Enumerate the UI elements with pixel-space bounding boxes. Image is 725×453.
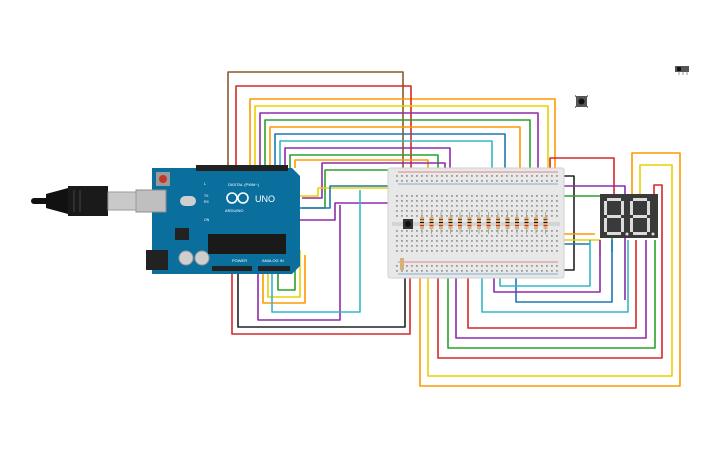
resistor-row bbox=[420, 212, 548, 234]
wire-yellow-display[interactable] bbox=[560, 239, 601, 255]
wire-orange-top2[interactable] bbox=[269, 126, 521, 182]
breadboard-holes bbox=[396, 175, 558, 272]
regulator bbox=[175, 228, 189, 240]
wire-yellow-top[interactable] bbox=[254, 105, 549, 182]
wire-red-bottom[interactable] bbox=[231, 270, 411, 335]
resistor bbox=[429, 212, 434, 234]
resistor bbox=[524, 212, 529, 234]
on-label: ON bbox=[204, 218, 210, 222]
resistor bbox=[505, 212, 510, 234]
wire-purple-loop[interactable] bbox=[455, 240, 647, 339]
rx-label: RX bbox=[204, 200, 210, 204]
power-jack bbox=[146, 250, 168, 270]
usb-port bbox=[135, 189, 167, 213]
wire-cyan-top[interactable] bbox=[279, 140, 493, 182]
wire-cyan-bottom[interactable] bbox=[271, 190, 361, 313]
wire-purple-bottom[interactable] bbox=[257, 205, 341, 321]
resistor bbox=[448, 212, 453, 234]
crystal bbox=[180, 196, 196, 206]
analog-label: ANALOG IN bbox=[262, 258, 284, 263]
breadboard[interactable] bbox=[387, 167, 565, 279]
digital-header-label: DIGITAL (PWM~) bbox=[228, 182, 260, 187]
seven-segment-display[interactable] bbox=[600, 194, 658, 238]
atmega-chip bbox=[208, 234, 286, 254]
capacitor bbox=[194, 250, 210, 266]
resistor bbox=[515, 212, 519, 234]
push-button-icon[interactable] bbox=[575, 95, 588, 108]
wire-green-bottom[interactable] bbox=[277, 262, 296, 291]
wire-cyan-loop2[interactable] bbox=[499, 240, 591, 287]
resistor bbox=[477, 212, 481, 234]
board-model-label: UNO bbox=[255, 194, 275, 204]
power-label: POWER bbox=[232, 258, 247, 263]
analog-header bbox=[258, 266, 290, 271]
slide-switch-icon[interactable] bbox=[675, 66, 689, 75]
wire-yellow-loop[interactable] bbox=[427, 164, 673, 377]
usb-cable-icon[interactable] bbox=[31, 186, 137, 216]
resistor-small bbox=[400, 258, 404, 270]
wire-red-loop2[interactable] bbox=[467, 240, 637, 329]
wire-purple-top2[interactable] bbox=[284, 147, 451, 182]
digit-1 bbox=[604, 198, 629, 236]
l-label: L bbox=[204, 182, 206, 186]
arduino-logo bbox=[226, 192, 249, 204]
resistor bbox=[439, 212, 443, 234]
breadboard-button-icon[interactable] bbox=[403, 219, 413, 229]
wire-cyan-loop[interactable] bbox=[481, 240, 629, 313]
wire-orange-top[interactable] bbox=[249, 98, 556, 182]
wire-orange-loop[interactable] bbox=[419, 152, 681, 387]
wire-purple-top[interactable] bbox=[259, 112, 539, 182]
wire-purple-display[interactable] bbox=[560, 185, 626, 300]
digit-2 bbox=[630, 198, 655, 236]
resistor bbox=[420, 212, 424, 234]
resistor bbox=[534, 212, 538, 234]
resistor bbox=[496, 212, 500, 234]
wire-orange-bottom[interactable] bbox=[262, 255, 306, 304]
resistor bbox=[458, 212, 462, 234]
digital-header bbox=[196, 165, 288, 171]
wire-green-top[interactable] bbox=[264, 119, 531, 182]
resistor bbox=[486, 212, 491, 234]
wire-red-top[interactable] bbox=[235, 85, 412, 190]
tx-label: TX bbox=[204, 194, 209, 198]
wire-green-loop[interactable] bbox=[447, 240, 656, 349]
board-brand-label: ARDUINO bbox=[225, 208, 243, 213]
wire-black-bottom[interactable] bbox=[237, 270, 406, 328]
wire-blue-top[interactable] bbox=[274, 133, 506, 182]
resistor bbox=[467, 212, 472, 234]
wire-red-loop[interactable] bbox=[437, 184, 663, 359]
power-header bbox=[212, 266, 252, 271]
resistor bbox=[543, 212, 548, 234]
capacitor bbox=[178, 250, 194, 266]
arduino-board[interactable]: UNO ARDUINO DIGITAL (PWM~) POWER ANALOG … bbox=[135, 165, 300, 274]
wire-yellow-bottom[interactable] bbox=[267, 250, 301, 298]
wire-purple-loop2[interactable] bbox=[493, 240, 601, 293]
wire-brown[interactable] bbox=[227, 71, 404, 190]
wire-blue-loop[interactable] bbox=[515, 240, 613, 303]
